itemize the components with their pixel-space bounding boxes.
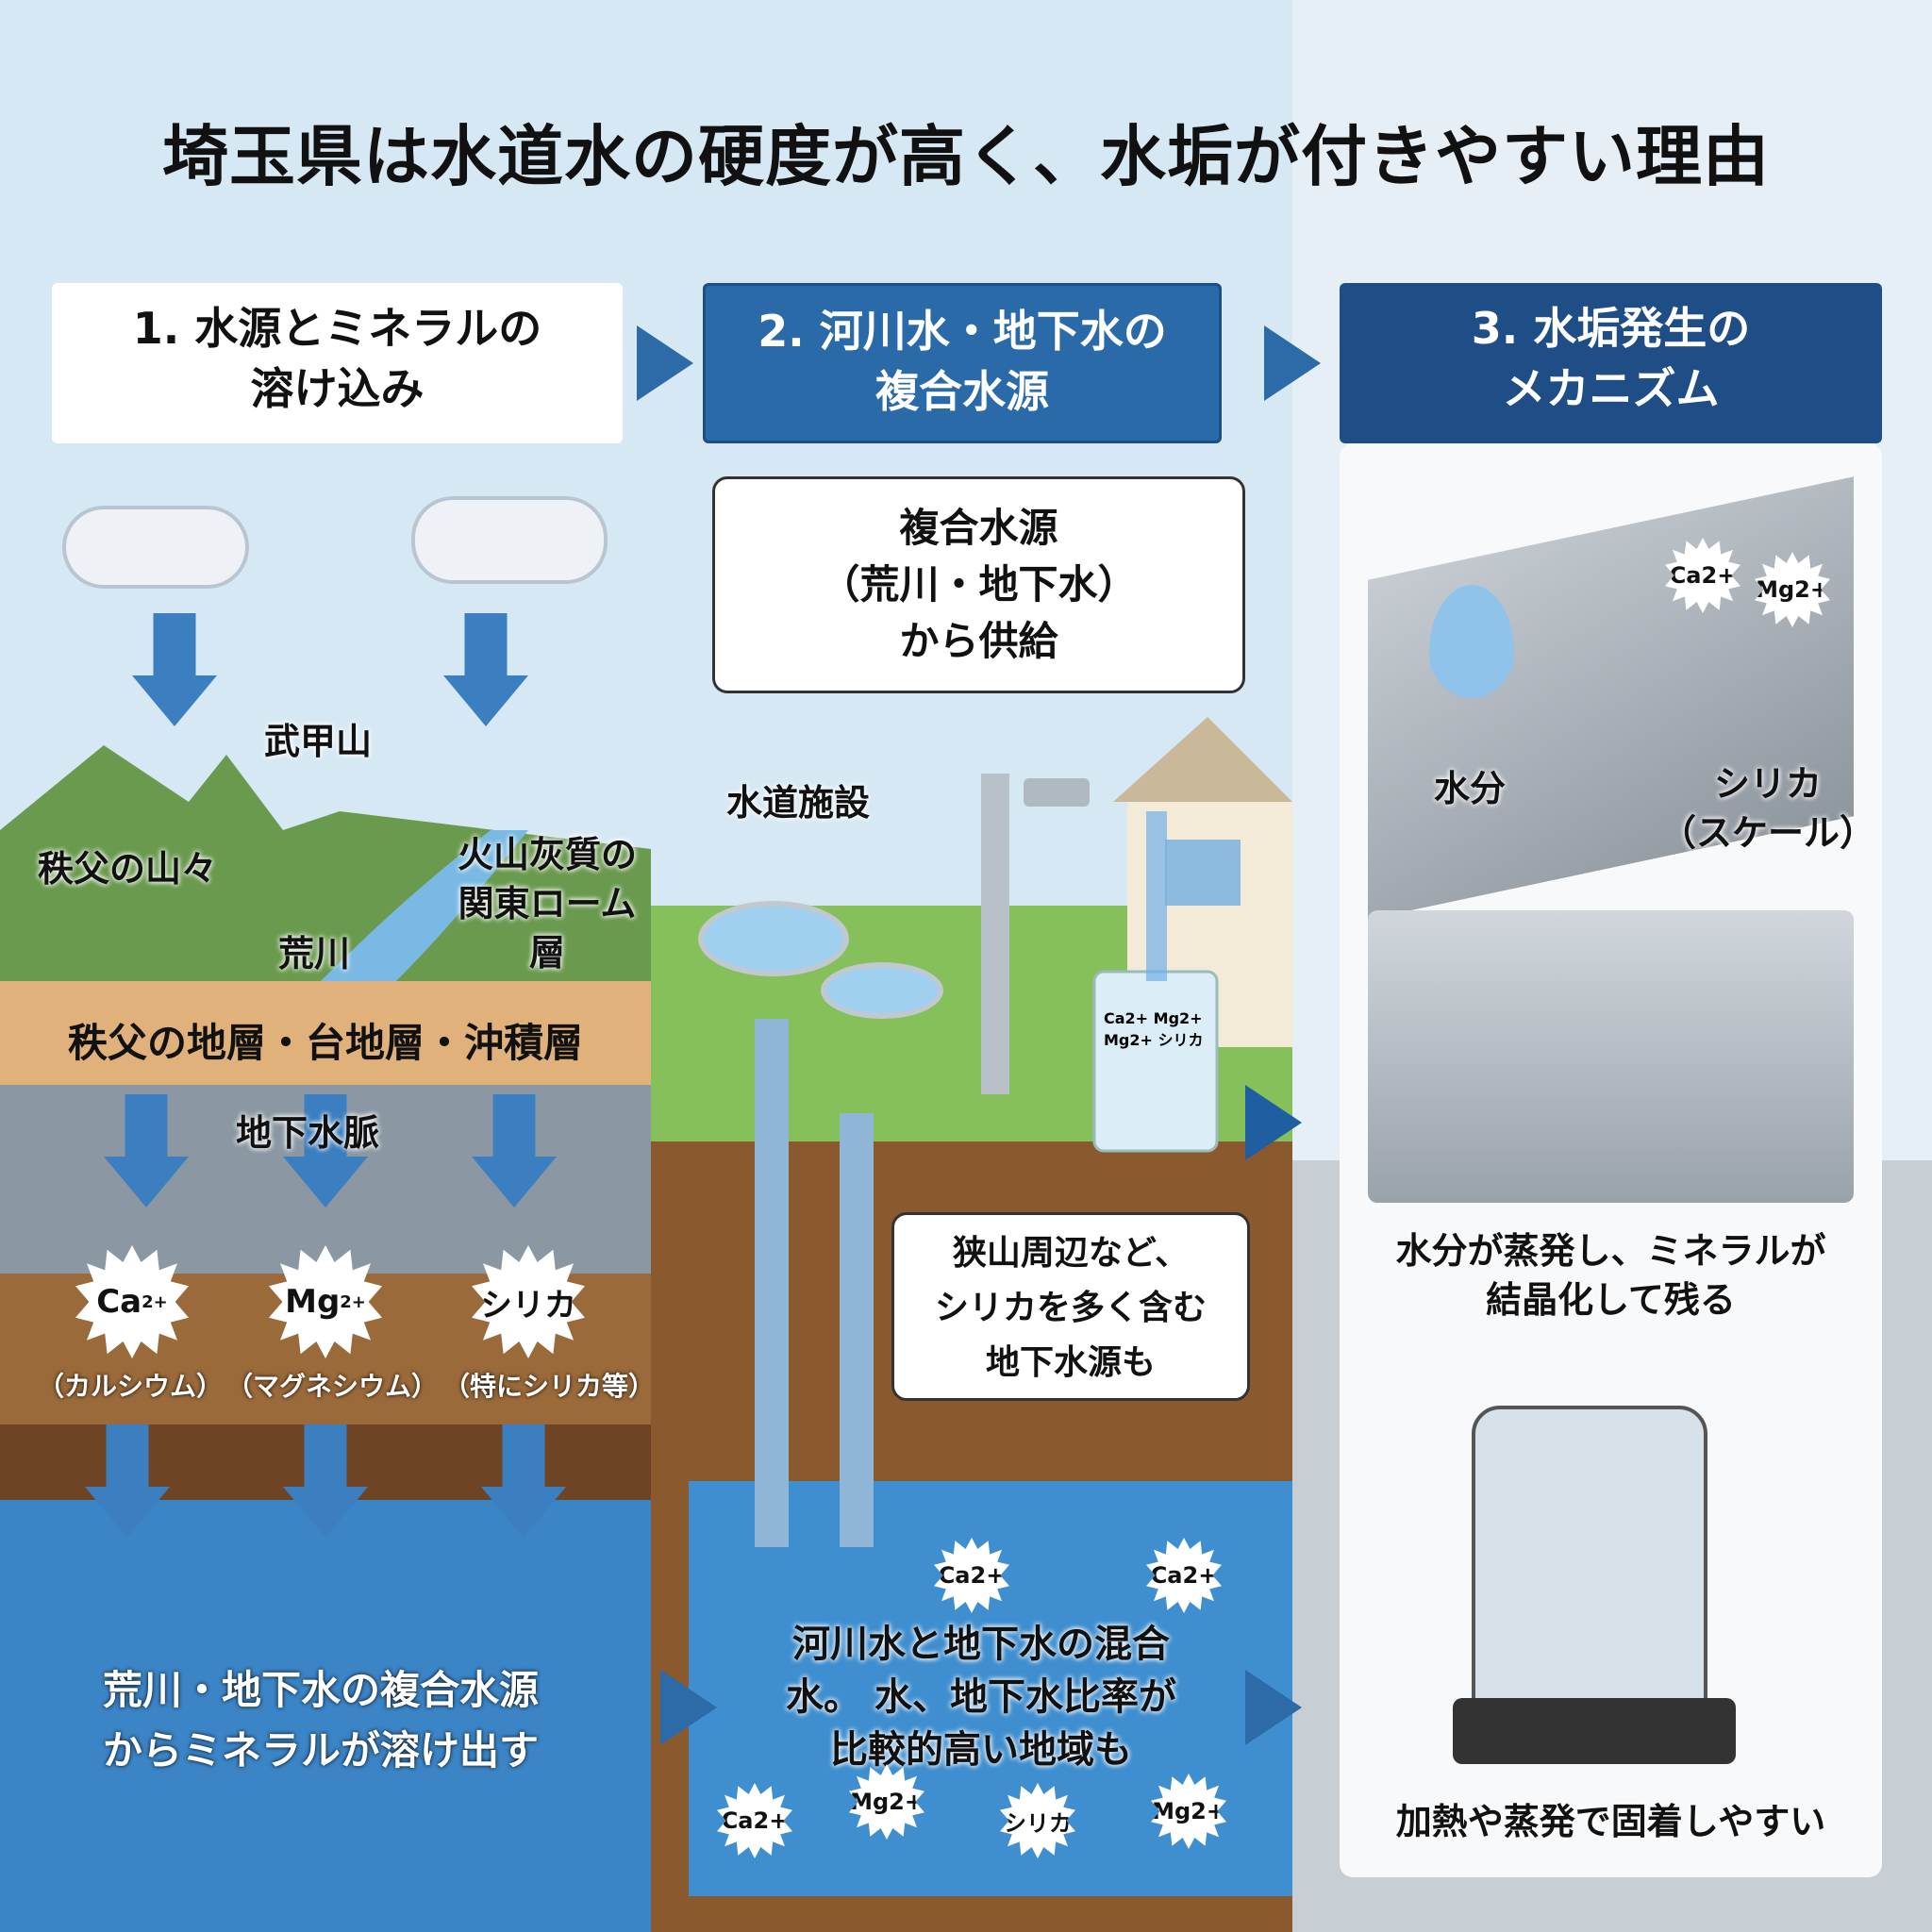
label-strata: 秩父の地層・台地層・沖積層 [67,1020,583,1066]
water-drop-icon [1429,585,1514,698]
step-2-line2: 複合水源 [875,366,1049,417]
supply-speech-bubble: 複合水源（荒川・地下水）から供給 [712,476,1245,693]
label-magnesium: （マグネシウム） [226,1371,439,1402]
label-calcium: （カルシウム） [38,1371,224,1402]
step-1-line1: 1. 水源とミネラルの [132,303,542,354]
step-2-header: 2. 河川水・地下水の複合水源 [703,283,1222,443]
label-mountain: 武甲山 [264,721,373,762]
kettle-illustration [1472,1406,1707,1726]
label-groundwater: 地下水脈 [236,1112,380,1154]
label-facility: 水道施設 [726,782,871,824]
step-3-line1: 3. 水垢発生の [1471,303,1751,354]
arrow-right-icon [1245,1670,1302,1745]
treatment-tank-icon [698,901,849,976]
cloud-icon [66,509,245,585]
label-water: 水分 [1434,768,1507,809]
label-river: 荒川 [278,933,351,974]
arrow-right-icon [1264,325,1321,401]
kettle-base [1453,1698,1736,1764]
step-3-header: 3. 水垢発生のメカニズム [1340,283,1882,443]
evaporation-description: 水分が蒸発し、ミネラルが結晶化して残る [1395,1230,1826,1321]
arrow-right-icon [1245,1085,1302,1160]
page-title: 埼玉県は水道水の硬度が高く、水垢が付きやすい理由 [162,118,1770,195]
step-2-line1: 2. 河川水・地下水の [758,306,1167,357]
sink-illustration [1368,910,1854,1203]
cloud-icon [415,500,604,580]
step-3-line2: メカニズム [1502,363,1720,414]
label-silica-scale: シリカ（スケール） [1660,763,1876,854]
arrow-right-icon [660,1670,717,1745]
label-kanto-loam: 火山灰質の関東ローム層 [457,834,637,974]
arrow-right-icon [637,325,693,401]
step-1-header: 1. 水源とミネラルの溶け込み [52,283,623,443]
sayama-speech-bubble: 狭山周辺など、シリカを多く含む地下水源も [891,1212,1250,1401]
heating-description: 加熱や蒸発で固着しやすい [1395,1801,1826,1842]
label-chichibu: 秩父の山々 [38,848,218,890]
left-summary: 荒川・地下水の複合水源からミネラルが溶け出す [102,1667,539,1774]
faucet-icon [1024,778,1090,807]
step-1-line2: 溶け込み [250,363,425,414]
glass-ions: Ca2+ Mg2+Mg2+ シリカ [1104,1009,1204,1049]
treatment-tank-icon [821,962,943,1019]
label-silica: （特にシリカ等） [443,1371,656,1402]
mix-description: 河川水と地下水の混合水。 水、地下水比率が比較的高い地域も [786,1623,1176,1772]
